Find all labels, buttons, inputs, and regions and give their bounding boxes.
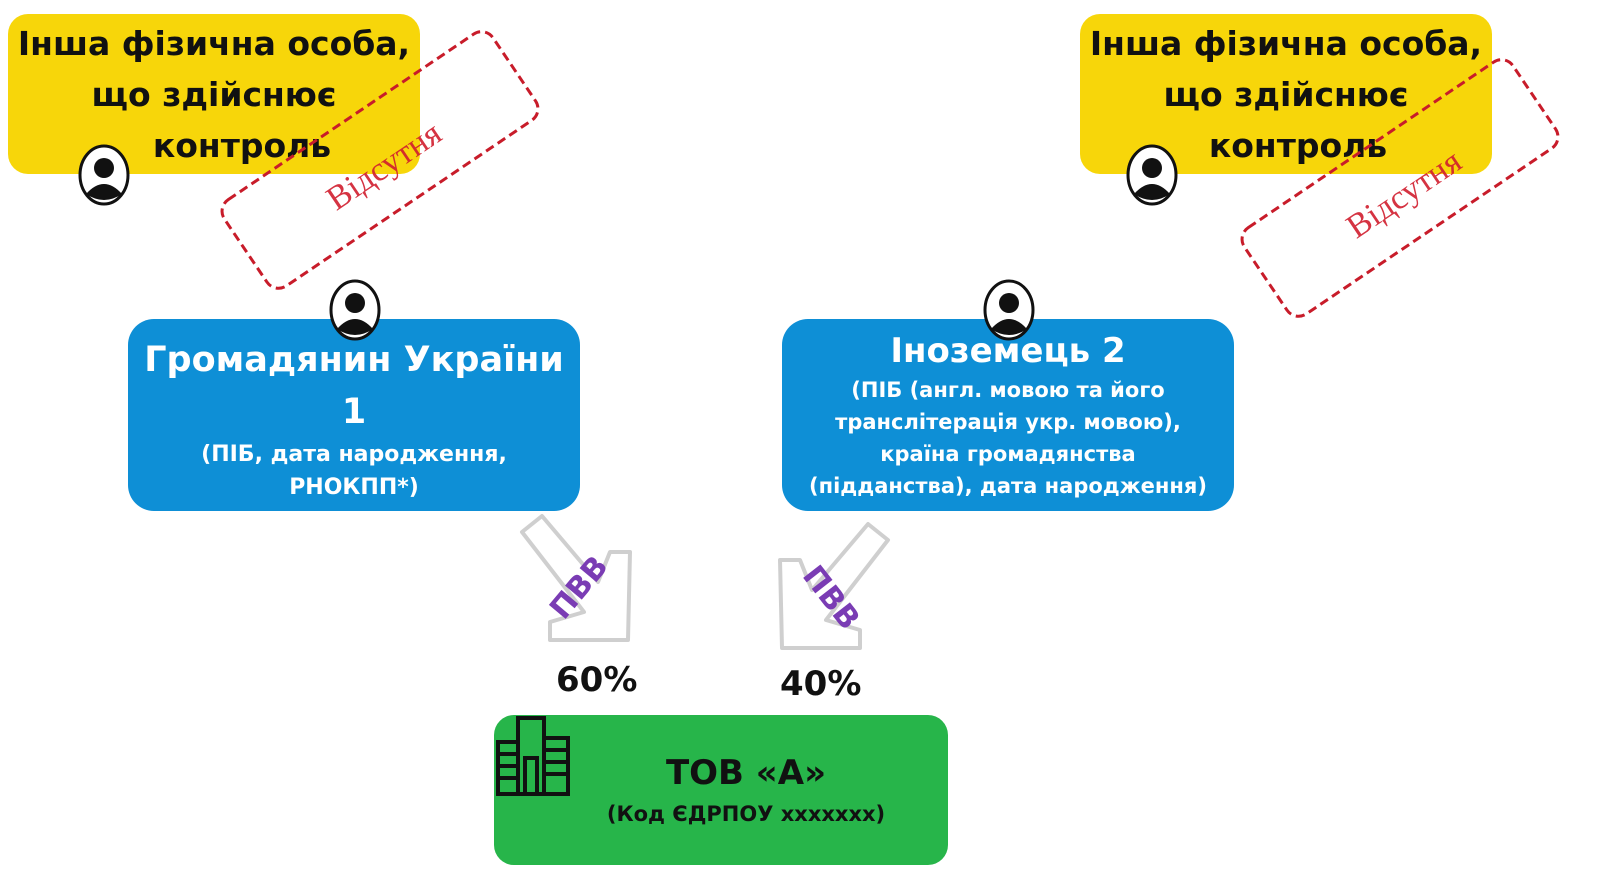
- right-person-box: Іноземець 2 (ПІБ (англ. мовою та його тр…: [782, 319, 1234, 511]
- right-person-line3: країна громадянства: [880, 442, 1136, 466]
- right-person-line2: транслітерація укр. мовою),: [835, 410, 1181, 434]
- company-subtitle: (Код ЄДРПОУ ххххххх): [606, 802, 886, 826]
- left-ownership-arrow: ПВВ: [520, 514, 632, 642]
- left-controller-line2: що здійснює: [91, 74, 337, 114]
- right-share-percent: 40%: [780, 664, 862, 704]
- right-person-line4: (підданства), дата народження): [809, 474, 1207, 498]
- left-person-box: Громадянин України 1 (ПІБ, дата народжен…: [128, 319, 580, 511]
- person-icon: [329, 279, 381, 341]
- left-controller-line1: Інша фізична особа,: [17, 23, 411, 63]
- left-controller-box: Інша фізична особа, що здійснює контроль: [8, 14, 420, 174]
- left-person-line2: РНОКПП*): [289, 475, 419, 500]
- right-controller-line3: контроль: [1208, 125, 1388, 165]
- right-controller-line2: що здійснює: [1163, 74, 1409, 114]
- right-controller-line1: Інша фізична особа,: [1089, 23, 1483, 63]
- person-icon: [1126, 144, 1178, 206]
- person-icon: [78, 144, 130, 206]
- building-icon: [496, 716, 570, 796]
- left-share-percent: 60%: [556, 660, 638, 700]
- person-icon: [983, 279, 1035, 341]
- left-person-title: Громадянин України 1: [144, 340, 564, 432]
- right-person-line1: (ПІБ (англ. мовою та його: [851, 378, 1165, 402]
- left-person-line1: (ПІБ, дата народження,: [201, 442, 507, 467]
- right-ownership-arrow: ПВВ: [778, 522, 890, 650]
- left-controller-line3: контроль: [152, 125, 332, 165]
- company-title: ТОВ «А»: [665, 753, 827, 793]
